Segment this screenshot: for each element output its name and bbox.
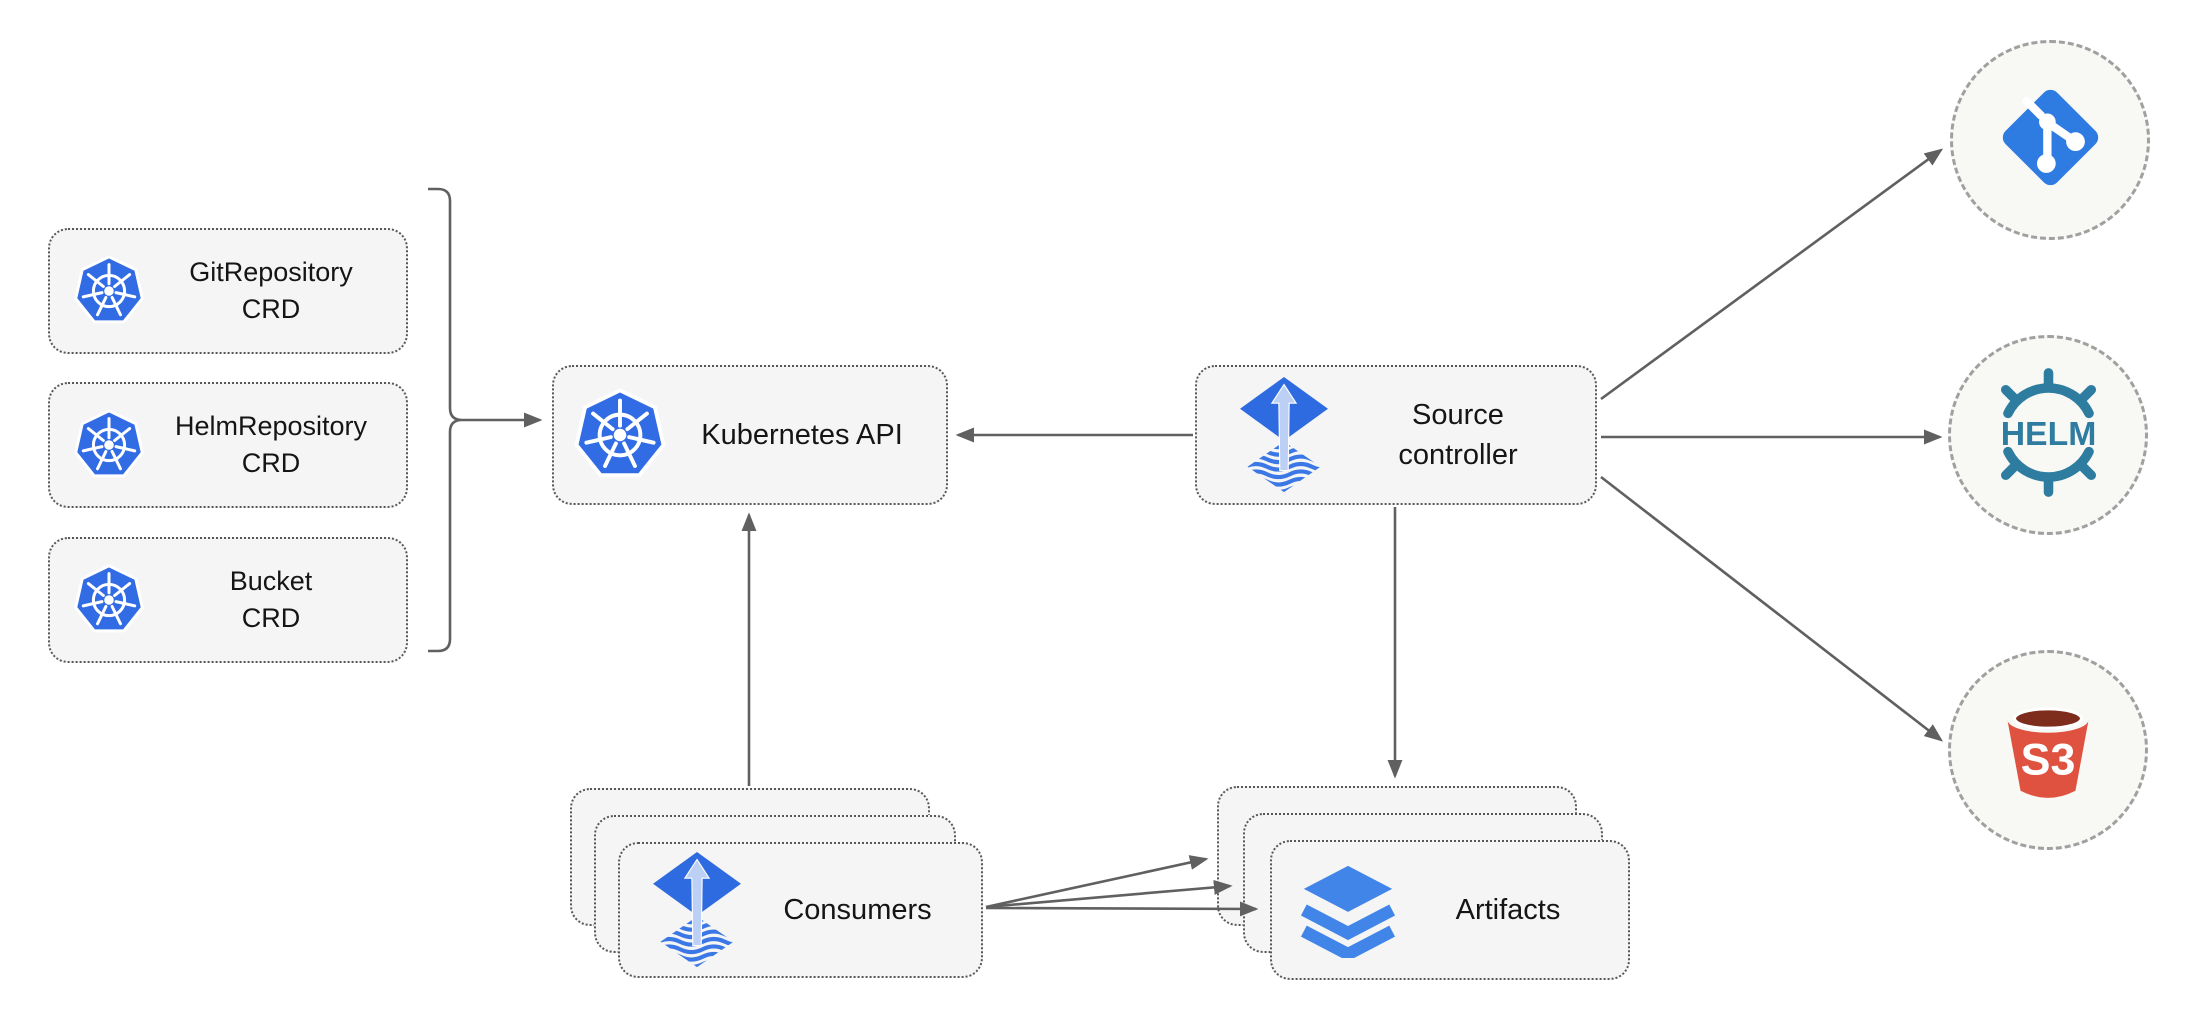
arrow-consumers-to-artifacts-3 <box>985 901 1259 917</box>
node-label: Consumers <box>783 894 932 926</box>
kubernetes-icon <box>72 409 146 481</box>
helm-label: HELM <box>2000 415 2096 453</box>
kubernetes-icon <box>72 564 146 636</box>
s3-label: S3 <box>2021 735 2076 784</box>
flux-icon <box>650 852 744 968</box>
node-kubernetes-api: Kubernetes API <box>552 365 948 505</box>
layers-icon <box>1298 862 1398 958</box>
arrow-consumers-to-artifacts-2 <box>985 879 1233 909</box>
helm-icon: HELM <box>1981 365 2116 505</box>
kubernetes-icon <box>72 255 146 327</box>
endpoint-helm: HELM <box>1948 335 2148 535</box>
node-consumers: Consumers <box>618 842 983 978</box>
arrow-source-to-git <box>1600 148 1944 401</box>
endpoint-s3: S3 <box>1948 650 2148 850</box>
endpoint-git <box>1950 40 2150 240</box>
bracket-crds <box>428 187 463 653</box>
node-label: Kubernetes API <box>701 419 903 451</box>
flux-icon <box>1237 377 1331 493</box>
s3-bucket-icon: S3 <box>1987 687 2109 814</box>
git-icon <box>1988 75 2113 205</box>
arrow-source-to-s3 <box>1600 475 1944 742</box>
node-label: Artifacts <box>1455 894 1561 926</box>
arrow-consumers-to-artifacts-1 <box>985 855 1209 909</box>
kubernetes-icon <box>572 388 668 482</box>
node-artifacts: Artifacts <box>1270 840 1630 980</box>
